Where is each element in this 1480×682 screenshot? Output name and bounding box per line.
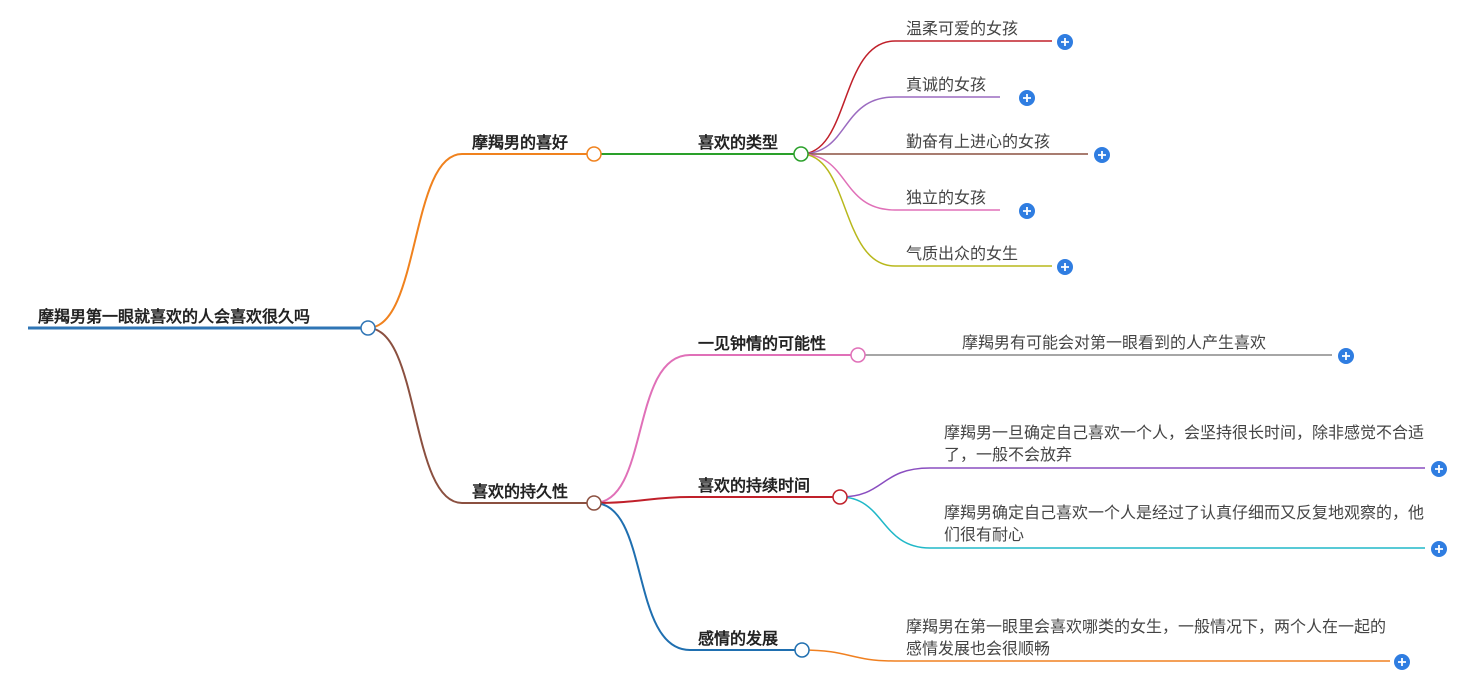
type-node-toggle[interactable]: [793, 146, 809, 162]
leaf-duration-1[interactable]: 摩羯男一旦确定自己喜欢一个人，会坚持很长时间，除非感觉不合适了，一般不会放弃: [944, 423, 1425, 464]
plus-circle-icon[interactable]: [1431, 541, 1447, 557]
duration-topic[interactable]: 喜欢的持续时间: [698, 476, 811, 495]
leaf-once[interactable]: 摩羯男有可能会对第一眼看到的人产生喜欢: [962, 333, 1267, 352]
connector-branch-2-develop: [593, 502, 802, 651]
connector-develop-leaf: [801, 649, 1390, 662]
connector-duration-leaf-2: [839, 496, 1425, 549]
plus-circle-icon[interactable]: [1019, 203, 1035, 219]
plus-circle-icon[interactable]: [1431, 461, 1447, 477]
leaf-type-2[interactable]: 真诚的女孩: [906, 75, 987, 94]
connector-root-branch-2: [367, 327, 594, 504]
connector-branch-2-once: [593, 354, 858, 504]
connector-branch-2-duration: [593, 496, 840, 504]
connector-type-leaf-4: [800, 153, 1000, 211]
leaf-type-5[interactable]: 气质出众的女生: [906, 244, 1019, 263]
branch-1-node-toggle[interactable]: [586, 146, 602, 162]
once-node-toggle[interactable]: [850, 347, 866, 363]
plus-circle-icon[interactable]: [1394, 654, 1410, 670]
leaf-type-1[interactable]: 温柔可爱的女孩: [906, 19, 1019, 38]
plus-circle-icon[interactable]: [1338, 348, 1354, 364]
branch-1-topic[interactable]: 摩羯男的喜好: [472, 133, 569, 152]
leaf-type-3[interactable]: 勤奋有上进心的女孩: [906, 132, 1051, 151]
plus-circle-icon[interactable]: [1094, 147, 1110, 163]
leaf-develop[interactable]: 摩羯男在第一眼里会喜欢哪类的女生，一般情况下，两个人在一起的感情发展也会很顺畅: [906, 617, 1387, 658]
connector-duration-leaf-1: [839, 467, 1425, 498]
connector-root-branch-1: [367, 153, 594, 329]
branch-2-topic[interactable]: 喜欢的持久性: [472, 482, 569, 501]
plus-circle-icon[interactable]: [1019, 90, 1035, 106]
develop-node-toggle[interactable]: [794, 642, 810, 658]
leaf-duration-2[interactable]: 摩羯男确定自己喜欢一个人是经过了认真仔细而又反复地观察的，他们很有耐心: [944, 503, 1425, 544]
root-node-toggle[interactable]: [360, 320, 376, 336]
duration-node-toggle[interactable]: [832, 489, 848, 505]
leaf-type-4[interactable]: 独立的女孩: [906, 188, 987, 207]
plus-circle-icon[interactable]: [1057, 34, 1073, 50]
once-topic[interactable]: 一见钟情的可能性: [698, 334, 827, 353]
type-topic[interactable]: 喜欢的类型: [698, 133, 779, 152]
branch-2-node-toggle[interactable]: [586, 495, 602, 511]
develop-topic[interactable]: 感情的发展: [698, 629, 779, 648]
connector-type-leaf-2: [800, 96, 1000, 155]
connector-type-leaf-5: [800, 153, 1052, 267]
connector-type-leaf-1: [800, 40, 1052, 155]
root-topic[interactable]: 摩羯男第一眼就喜欢的人会喜欢很久吗: [38, 307, 311, 326]
plus-circle-icon[interactable]: [1057, 259, 1073, 275]
